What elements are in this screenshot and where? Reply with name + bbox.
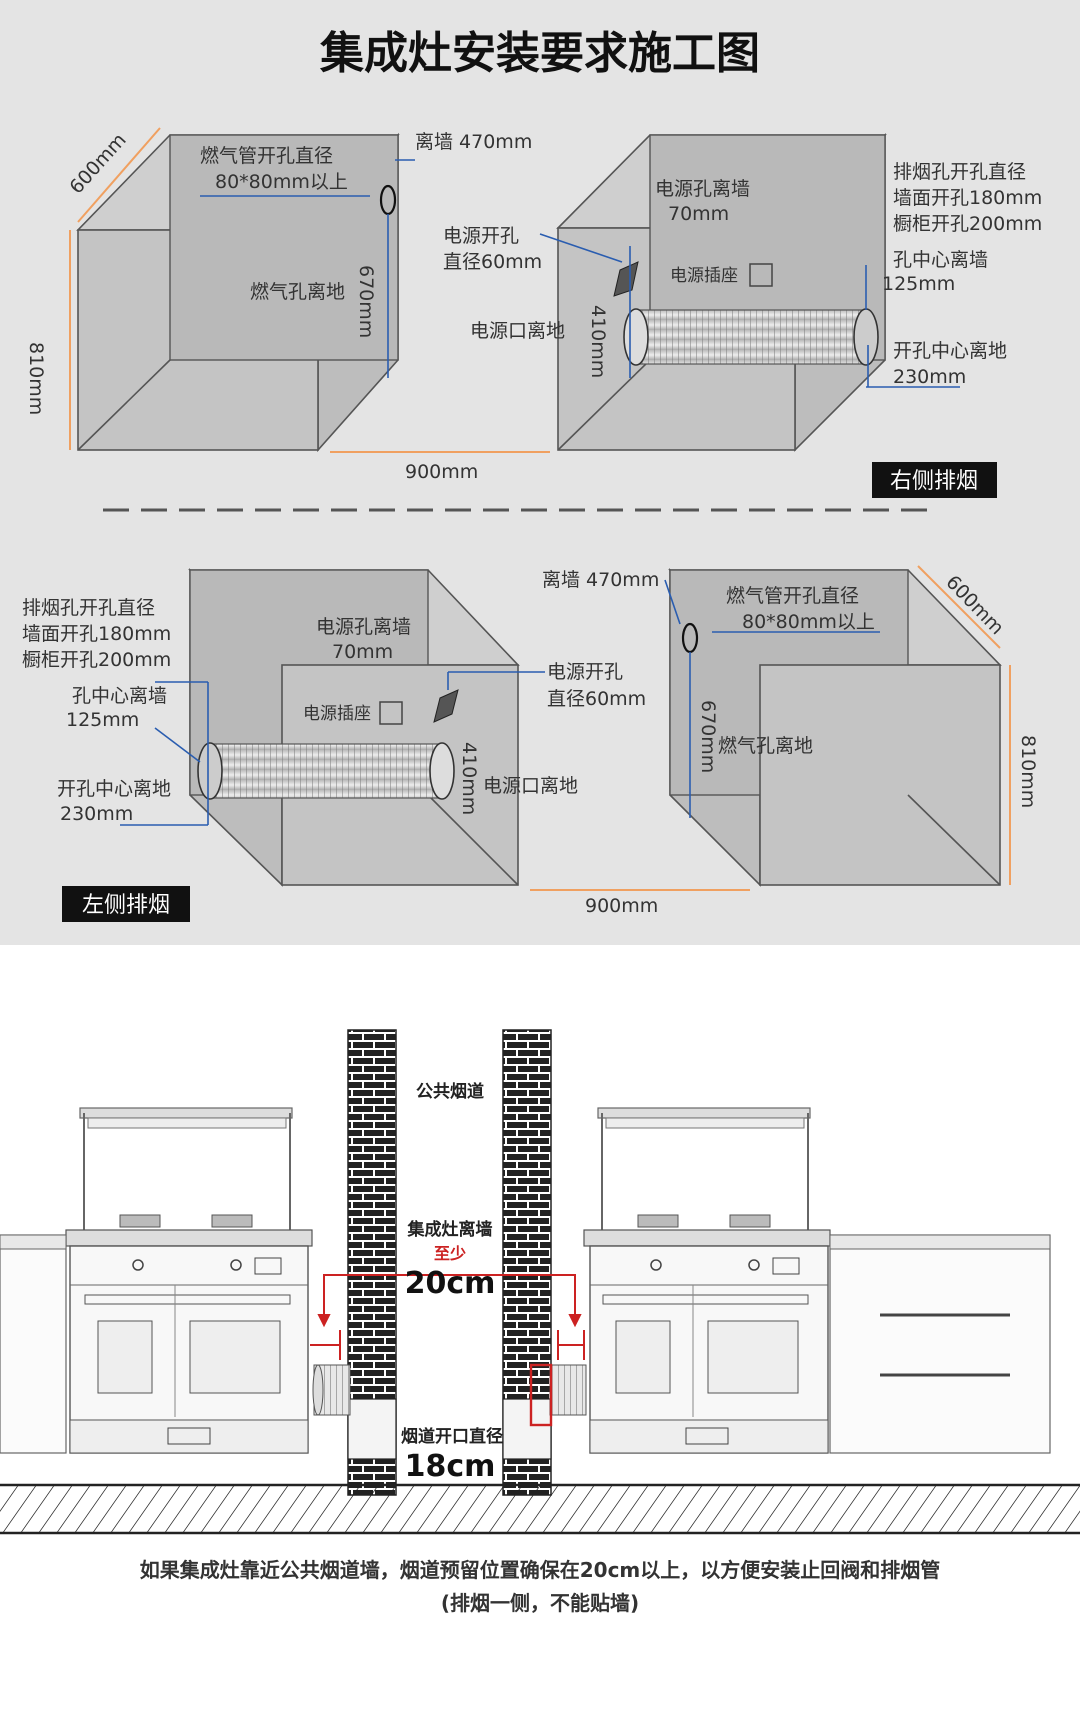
stove-left: [65, 1107, 313, 1454]
box1-gas-pipe-size: 80*80mm以上: [215, 171, 348, 193]
box3-power-hole-wall-val: 70mm: [332, 641, 393, 663]
box1-height: 810mm: [25, 342, 47, 415]
box3-center-wall-val: 125mm: [66, 709, 139, 731]
box2-cabinet-hole: 橱柜开孔200mm: [893, 213, 1042, 235]
box2-power-opening-dia: 直径60mm: [443, 251, 542, 273]
box3-power-height: 410mm: [458, 742, 480, 815]
cabinet-box-3: [120, 568, 545, 887]
note-line-1: 如果集成灶靠近公共烟道墙，烟道预留位置确保在20cm以上，以方便安装止回阀和排烟…: [140, 1558, 941, 1582]
box3-wall-hole: 墙面开孔180mm: [22, 623, 171, 645]
left-exhaust-tag: [62, 886, 190, 922]
box2-center-floor-val: 230mm: [893, 366, 966, 388]
exhaust-hole-left: [197, 742, 223, 800]
public-flue-label: 公共烟道: [416, 1081, 484, 1102]
box3-center-floor: 开孔中心离地: [57, 778, 171, 800]
top-diagram-panel: 集成灶安装要求施工图 600mm 燃气管开孔直径 80*80mm以上 离墙 47…: [0, 0, 1080, 945]
box2-center-floor: 开孔中心离地: [893, 340, 1007, 362]
box2-power-hole-wall-val: 70mm: [668, 203, 729, 225]
box4-from-wall: 离墙 470mm: [542, 569, 659, 591]
clearance-indicator: [310, 1274, 585, 1360]
box2-center-wall-val: 125mm: [882, 273, 955, 295]
right-exhaust-tag: [872, 462, 997, 498]
floor: [0, 1485, 1080, 1533]
distance-label: 集成灶离墙: [407, 1219, 493, 1240]
counter-left: [0, 1234, 67, 1454]
flue-opening-highlight: [529, 1363, 553, 1427]
bottom-diagram-panel: 公共烟道 集成灶离墙 至少 20cm 烟道开口直径 18cm 如果集成灶靠近公共…: [0, 945, 1080, 1725]
box3-power-height-label: 电源口离地: [483, 775, 578, 797]
box2-socket: 电源插座: [670, 266, 738, 286]
cabinet-box-2: [539, 133, 960, 452]
box2-power-opening: 电源开孔: [443, 225, 519, 247]
box3-socket: 电源插座: [303, 704, 371, 724]
box3-exhaust-hole: 排烟孔开孔直径: [22, 597, 155, 619]
note-line-2: (排烟一侧，不能贴墙): [441, 1591, 639, 1615]
box1-width: 900mm: [405, 461, 478, 483]
box3-power-opening: 电源开孔: [547, 661, 623, 683]
box4-height: 810mm: [1017, 735, 1039, 808]
exhaust-pipe-right: [549, 1364, 587, 1416]
box2-power-height-label: 电源口离地: [470, 320, 565, 342]
box2-power-height: 410mm: [587, 305, 609, 378]
stove-right: [583, 1107, 831, 1454]
box1-gas-hole-height-label: 燃气孔离地: [250, 281, 345, 303]
box2-wall-hole: 墙面开孔180mm: [893, 187, 1042, 209]
distance-value: 20cm: [405, 1266, 496, 1301]
at-least-label: 至少: [434, 1244, 466, 1263]
box3-center-wall: 孔中心离墙: [72, 685, 167, 707]
exhaust-hole-right: [853, 308, 879, 366]
box2-exhaust-hole: 排烟孔开孔直径: [893, 161, 1026, 183]
flue-opening-value: 18cm: [405, 1449, 496, 1484]
box4-gas-pipe-hole: 燃气管开孔直径: [726, 585, 859, 607]
box4-gas-hole-height: 670mm: [697, 700, 719, 773]
box3-cabinet-hole: 橱柜开孔200mm: [22, 649, 171, 671]
right-exhaust-tag-text: 右侧排烟: [890, 469, 978, 494]
flue-opening-label: 烟道开口直径: [401, 1426, 503, 1447]
flue-clearance-diagram: 公共烟道 集成灶离墙 至少 20cm 烟道开口直径 18cm 如果集成灶靠近公共…: [0, 1029, 1080, 1615]
box4-width: 900mm: [585, 895, 658, 917]
cabinet-box-1: [69, 127, 550, 453]
box4-gas-pipe-size: 80*80mm以上: [742, 611, 875, 633]
box3-power-hole-wall: 电源孔离墙: [316, 616, 411, 638]
box2-power-hole-wall: 电源孔离墙: [655, 178, 750, 200]
box4-gas-hole-height-label: 燃气孔离地: [718, 735, 813, 757]
left-exhaust-tag-text: 左侧排烟: [82, 893, 170, 918]
install-dimension-diagrams: 集成灶安装要求施工图 600mm 燃气管开孔直径 80*80mm以上 离墙 47…: [22, 28, 1042, 922]
box1-gas-pipe-hole: 燃气管开孔直径: [200, 145, 333, 167]
counter-right: [829, 1234, 1051, 1454]
box2-center-wall: 孔中心离墙: [893, 249, 988, 271]
box1-gas-hole-height: 670mm: [355, 265, 377, 338]
cabinet-box-4: [530, 565, 1011, 891]
box1-from-wall: 离墙 470mm: [415, 131, 532, 153]
box3-center-floor-val: 230mm: [60, 803, 133, 825]
page-title: 集成灶安装要求施工图: [319, 28, 760, 79]
box3-power-opening-dia: 直径60mm: [547, 688, 646, 710]
